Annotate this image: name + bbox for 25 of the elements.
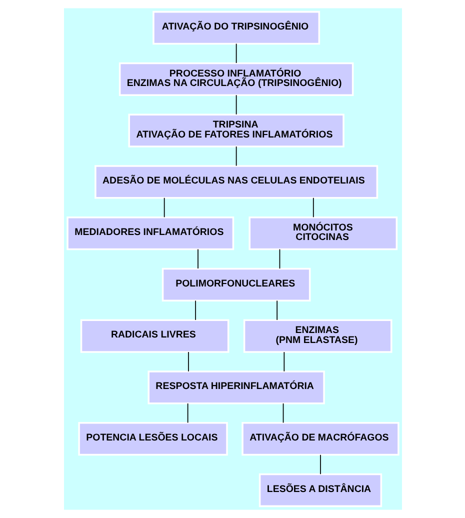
connector <box>163 197 164 218</box>
node-box: MEDIADORES INFLAMATÓRIOS <box>66 216 234 250</box>
node-box: POLIMORFONUCLEARES <box>161 268 310 302</box>
node-box: RESPOSTA HIPERINFLAMATÓRIA <box>147 370 324 404</box>
connector <box>186 403 188 424</box>
connector <box>282 403 284 424</box>
connector <box>276 300 278 320</box>
connector <box>278 248 280 269</box>
connector <box>235 94 236 115</box>
node-box: ENZIMAS (PNM ELASTASE) <box>242 319 392 353</box>
connector <box>235 146 236 166</box>
connector <box>194 300 196 320</box>
node-box: RADICAIS LIVRES <box>80 319 229 353</box>
connector <box>283 352 284 372</box>
node-box: ATIVAÇÃO DO TRIPSINOGÊNIO <box>152 10 320 45</box>
connector <box>197 248 198 269</box>
node-box: ATIVAÇÃO DE MACRÓFAGOS <box>241 422 399 456</box>
node-box: ADESÃO DE MOLÉCULAS NAS CELULAS ENDOTELIAIS <box>94 165 378 199</box>
connector <box>312 197 314 218</box>
node-box: PROCESSO INFLAMATÓRIO ENZIMAS NA CIRCULAÇÃO (TRIPSINOGÊNIO) <box>118 62 354 96</box>
connector <box>235 43 236 64</box>
node-box: LESÕES A DISTÂNCIA <box>258 473 382 508</box>
node-box: MONÓCITOS CITOCINAS <box>248 216 398 250</box>
node-box: POTENCIA LESÕES LOCAIS <box>78 422 228 456</box>
node-box: TRIPSINA ATIVAÇÃO DE FATORES INFLAMATÓRIOS <box>128 114 344 148</box>
